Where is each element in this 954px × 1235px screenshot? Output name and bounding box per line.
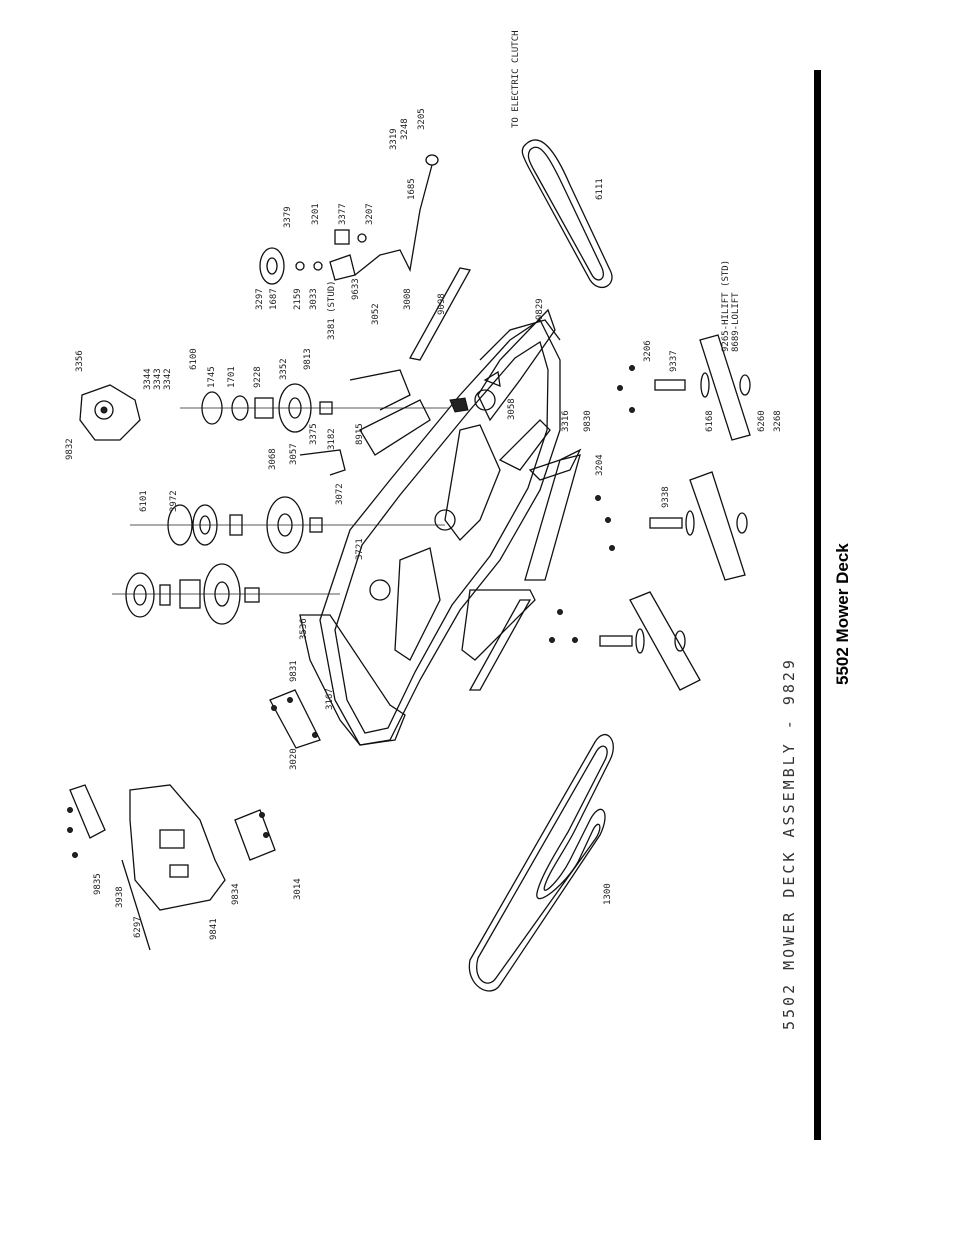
sheet-title: 5502 Mower Deck <box>833 543 852 685</box>
label-3343: 3343 <box>153 368 163 390</box>
label-9830: 9830 <box>583 410 593 432</box>
label-2159: 2159 <box>293 288 303 310</box>
label-9835: 9835 <box>93 873 103 895</box>
deck-brackets <box>461 419 582 691</box>
label-3057: 3057 <box>289 443 299 465</box>
deck-belt-1300 <box>468 734 614 992</box>
label-3344: 3344 <box>143 368 153 390</box>
label-3204: 3204 <box>595 454 605 476</box>
label-9831: 9831 <box>289 660 299 682</box>
label-9834: 9834 <box>231 883 241 905</box>
label-6100: 6100 <box>189 348 199 370</box>
label-3268: 3268 <box>773 410 783 432</box>
label-9228: 9228 <box>253 366 263 388</box>
label-3356: 3356 <box>75 350 85 372</box>
label-6101: 6101 <box>139 490 149 512</box>
part-labels: 3356 9832 3344 3343 3342 6100 1745 1701 … <box>65 108 783 940</box>
label-1701: 1701 <box>227 366 237 388</box>
idler-assembly <box>259 154 439 285</box>
blade-spindle-1 <box>599 591 701 691</box>
label-6168: 6168 <box>705 410 715 432</box>
note-clutch: TO ELECTRIC CLUTCH <box>511 30 521 128</box>
label-1300: 1300 <box>603 883 613 905</box>
label-3008: 3008 <box>403 288 413 310</box>
center-pulley-stack <box>130 496 445 554</box>
label-3938: 3938 <box>115 886 125 908</box>
label-1685: 1685 <box>407 178 417 200</box>
label-1745: 1745 <box>207 366 217 388</box>
label-8915: 8915 <box>355 423 365 445</box>
note-lift-lo: 8689-LOLIFT <box>731 292 741 352</box>
label-3207: 3207 <box>365 203 375 225</box>
label-3319: 3319 <box>389 128 399 150</box>
label-9098: 9098 <box>437 293 447 315</box>
label-3201: 3201 <box>311 203 321 225</box>
drive-belt-6111 <box>521 139 613 289</box>
label-3206: 3206 <box>643 340 653 362</box>
label-3721: 3721 <box>355 538 365 560</box>
left-pulley-stack <box>112 563 340 625</box>
page-border-bar <box>814 70 821 1140</box>
label-3316: 3316 <box>561 410 571 432</box>
label-1687: 1687 <box>269 288 279 310</box>
label-3072: 3072 <box>335 483 345 505</box>
label-6111: 6111 <box>595 178 605 200</box>
label-6297: 6297 <box>133 916 143 938</box>
label-9832: 9832 <box>65 438 75 460</box>
label-3020: 3020 <box>289 748 299 770</box>
label-3352: 3352 <box>279 358 289 380</box>
note-lift-std: 9265-HILIFT (STD) <box>721 260 731 352</box>
label-3058: 3058 <box>507 398 517 420</box>
label-3381: 3381 (STUD) <box>327 280 337 340</box>
blade-spindle-2 <box>649 471 748 581</box>
label-9337: 9337 <box>669 350 679 372</box>
label-3033: 3033 <box>309 288 319 310</box>
bracket-9831 <box>269 689 321 749</box>
pulley-cover <box>79 384 141 441</box>
label-3182: 3182 <box>327 428 337 450</box>
label-3068: 3068 <box>268 448 278 470</box>
bracket-9835 <box>69 784 151 951</box>
label-6260: 6260 <box>757 410 767 432</box>
label-3248: 3248 <box>400 118 410 140</box>
linkage-rods <box>299 267 472 476</box>
label-3342: 3342 <box>163 368 173 390</box>
label-9633: 9633 <box>351 278 361 300</box>
label-3297: 3297 <box>255 288 265 310</box>
label-3379: 3379 <box>283 206 293 228</box>
label-3052: 3052 <box>371 303 381 325</box>
label-3377: 3377 <box>338 203 348 225</box>
assembly-title: 5502 MOWER DECK ASSEMBLY - 9829 <box>780 657 798 1030</box>
belt-guard-9841 <box>129 784 226 911</box>
mower-deck-housing <box>299 308 561 746</box>
blade-spindle-3 <box>654 334 751 441</box>
label-9841: 9841 <box>209 918 219 940</box>
label-9813: 9813 <box>303 348 313 370</box>
label-3205: 3205 <box>417 108 427 130</box>
label-3167: 3167 <box>325 688 335 710</box>
label-3536: 3536 <box>299 618 309 640</box>
label-3014: 3014 <box>293 878 303 900</box>
label-3972: 3972 <box>169 490 179 512</box>
label-9338: 9338 <box>661 486 671 508</box>
label-9829: 9829 <box>535 298 545 320</box>
label-3375: 3375 <box>309 423 319 445</box>
hardware-bolts <box>67 365 635 858</box>
bracket-9834 <box>234 809 276 861</box>
